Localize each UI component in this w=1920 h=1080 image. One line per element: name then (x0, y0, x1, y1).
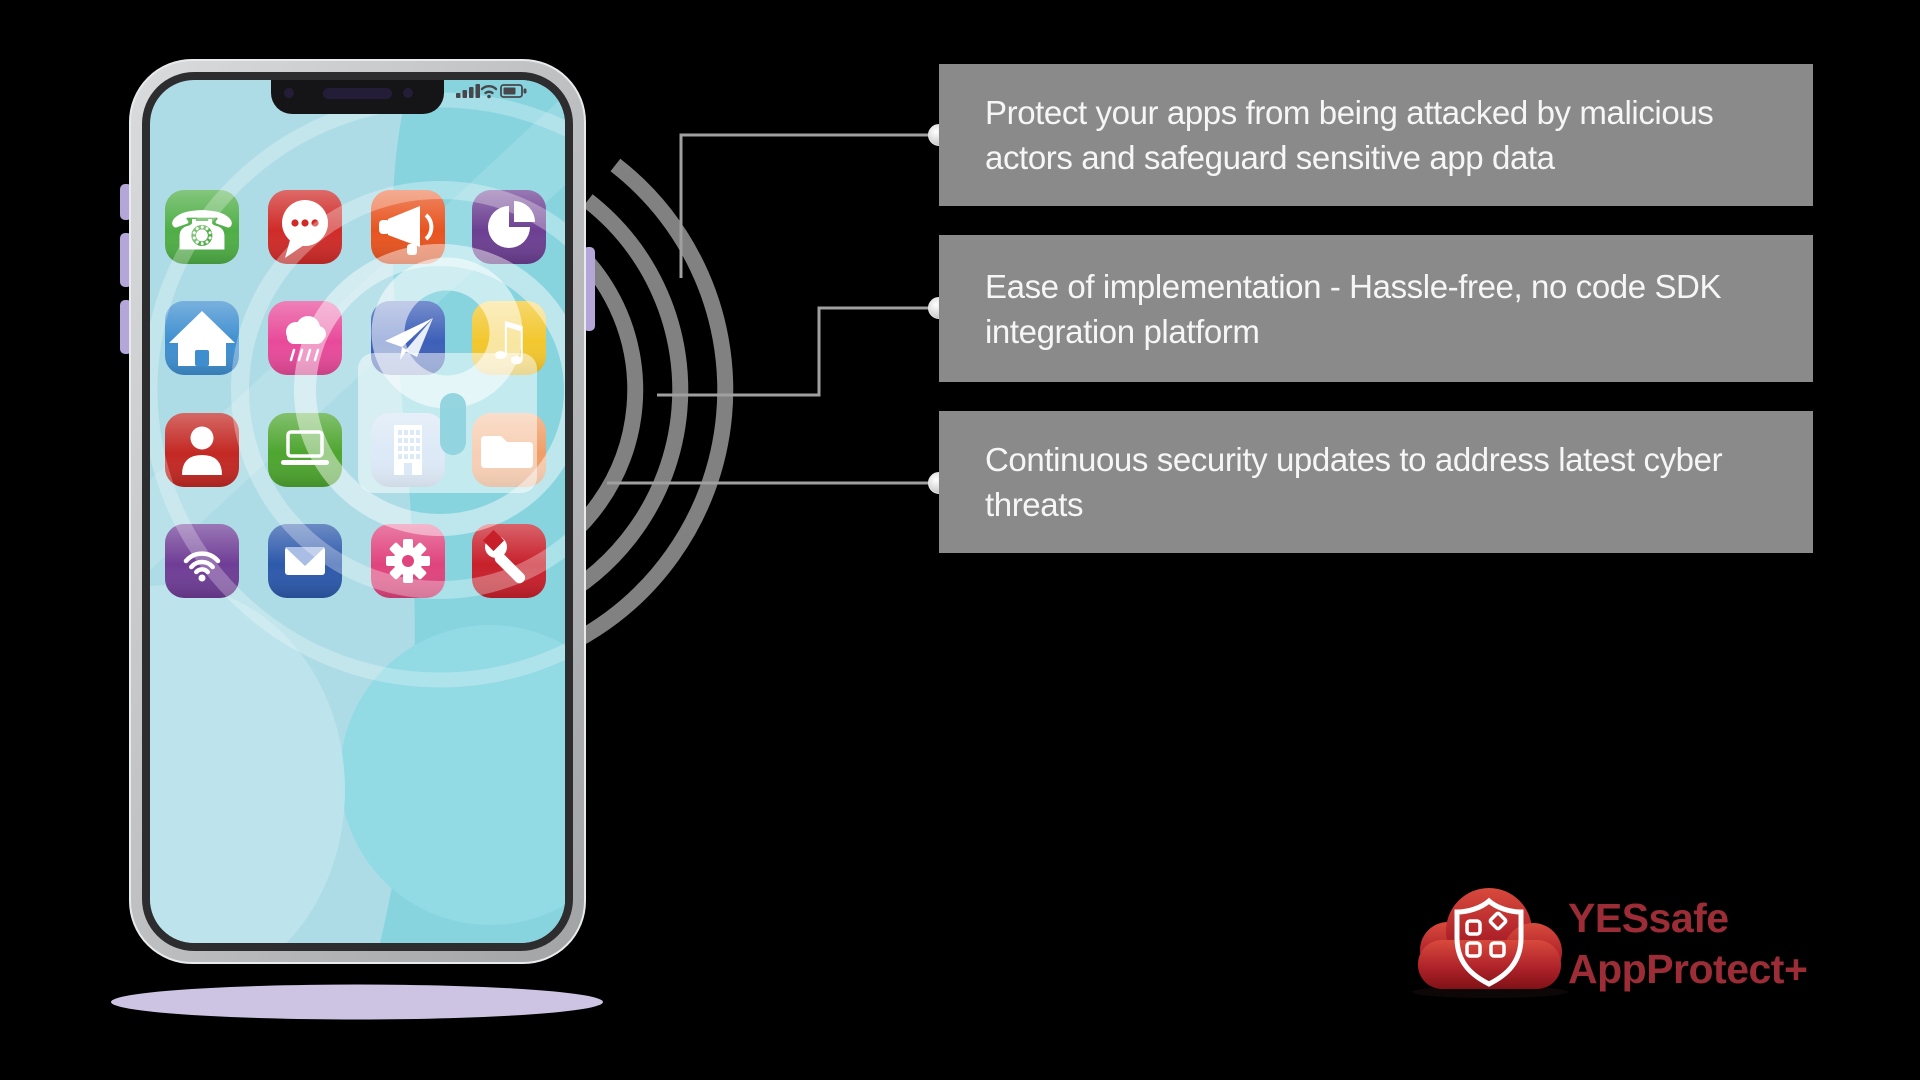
status-bar (456, 84, 527, 99)
logo-line-1: YESsafe (1568, 895, 1729, 941)
app-icon-announcements[interactable] (371, 190, 445, 264)
callout-box-protection: Protect your apps from being attacked by… (939, 64, 1813, 206)
shield-icon (1454, 897, 1524, 987)
app-icon-tools[interactable] (472, 524, 546, 598)
lock-keyhole (440, 393, 466, 455)
app-icon-pie-chart[interactable] (472, 190, 546, 264)
app-icon-messages[interactable] (268, 190, 342, 264)
gear-icon (386, 539, 430, 583)
wifi-icon (480, 84, 498, 99)
camera-icon (403, 88, 413, 98)
notch (271, 80, 444, 114)
wrench-icon (482, 529, 526, 584)
callout-text: Ease of implementation - Hassle-free, no… (985, 267, 1722, 350)
logo-line-2: AppProtect+ (1568, 946, 1808, 992)
phone-glyph-icon: ☎ (168, 200, 235, 263)
callout-box-implementation: Ease of implementation - Hassle-free, no… (939, 235, 1813, 382)
connector-line-1 (679, 133, 939, 278)
connector-line-2 (657, 306, 939, 397)
callout-connectors (607, 133, 939, 485)
app-icon-phone[interactable]: ☎ (165, 190, 239, 264)
envelope-icon (285, 547, 325, 575)
chat-bubble-icon (282, 200, 328, 258)
app-icon-wifi[interactable] (165, 524, 239, 598)
signal-icon (456, 84, 480, 98)
callout-text: Continuous security updates to address l… (985, 441, 1723, 523)
megaphone-icon (379, 206, 434, 255)
camera-icon (284, 88, 294, 98)
home-icon (169, 311, 235, 366)
laptop-icon (281, 430, 329, 465)
app-icon-mail[interactable] (268, 524, 342, 598)
callout-box-updates: Continuous security updates to address l… (939, 411, 1813, 553)
speaker-icon (323, 88, 392, 99)
app-icon-home[interactable] (165, 301, 239, 375)
battery-icon (500, 84, 527, 98)
pie-chart-icon (488, 201, 535, 248)
phone-shadow (111, 984, 603, 1020)
app-icon-weather[interactable] (268, 301, 342, 375)
wifi-waves-icon (183, 551, 221, 582)
rain-cloud-icon (286, 316, 326, 362)
wallpaper (150, 80, 565, 943)
person-icon (182, 426, 222, 475)
app-icon-computer[interactable] (268, 413, 342, 487)
callout-text: Protect your apps from being attacked by… (985, 94, 1714, 176)
app-icon-settings[interactable] (371, 524, 445, 598)
logo-cloud (1412, 888, 1568, 998)
logo-wordmark: YESsafe AppProtect+ (1568, 893, 1808, 995)
app-icon-contacts[interactable] (165, 413, 239, 487)
